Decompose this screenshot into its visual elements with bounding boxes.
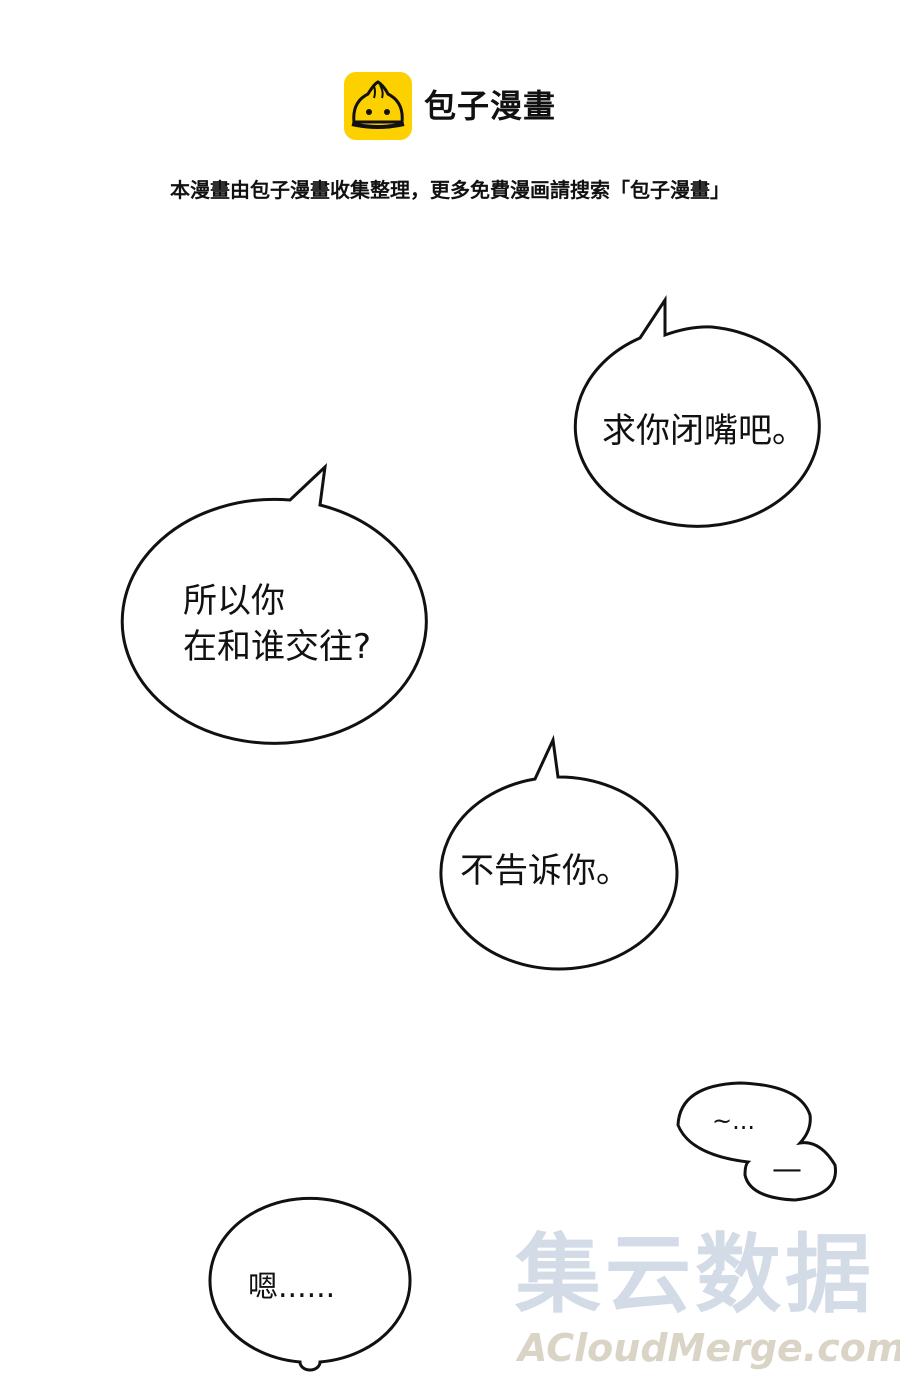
bubble-3-text: 不告诉你。 <box>460 851 630 891</box>
source-notice: 本漫畫由包子漫畫收集整理，更多免費漫画請搜索「包子漫畫」 <box>170 178 730 202</box>
bubble-4-text-2: — <box>772 1152 802 1187</box>
bubble-1-text: 求你闭嘴吧。 <box>602 411 806 451</box>
bubble-4-text: ~... <box>712 1107 755 1135</box>
bubble-2-shape <box>120 463 428 745</box>
watermark-site: ACloudMerge.com <box>518 1326 900 1370</box>
bubble-2-text: 所以你 在和谁交往? <box>183 581 372 667</box>
bubble-5-shape <box>208 1196 412 1372</box>
logo-text: 包子漫畫 <box>424 87 557 125</box>
bubble-5-text: 嗯...... <box>248 1270 336 1305</box>
bubble-3-shape <box>439 734 679 971</box>
baozi-logo-icon <box>344 72 412 140</box>
watermark-title: 集云数据 <box>515 1225 875 1325</box>
bubble-4-shape <box>676 1081 837 1202</box>
bubble-1-shape <box>573 294 821 528</box>
